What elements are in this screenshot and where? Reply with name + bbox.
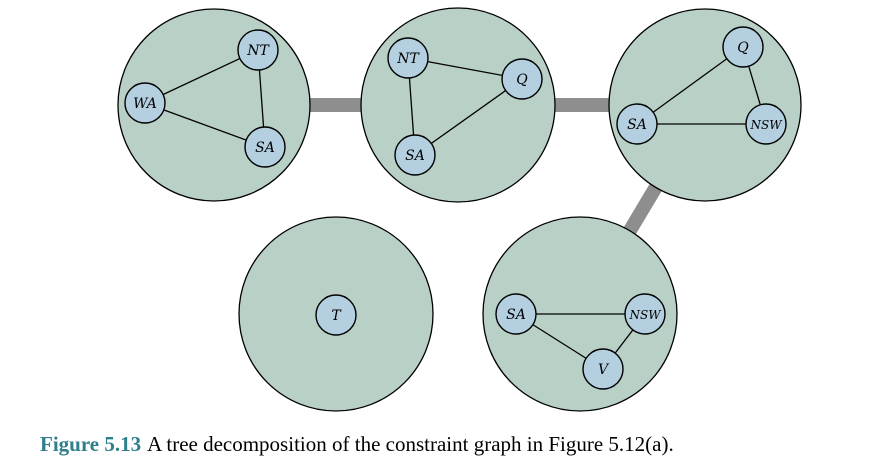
cluster-1: WA NT SA [117,8,311,202]
node-circle [394,134,436,176]
cluster-5: SA NSW V [482,216,678,412]
node-label: NSW [628,308,662,322]
edge-wa-sa [144,102,266,148]
node-circle [745,103,787,145]
node-v: V [582,348,624,390]
node-label: T [331,308,342,324]
cluster-circle [360,7,556,203]
node-circle [722,26,764,68]
node-label: V [598,362,610,378]
figure-label: Figure 5.13 [40,432,142,456]
node-label: SA [506,307,526,323]
node-nsw: NSW [624,293,666,335]
tree-links [306,98,664,238]
node-circle [237,29,279,71]
cluster-4: T [238,216,434,412]
node-circle [315,294,357,336]
node-circle [616,103,658,145]
edge-sa-q [414,78,523,156]
node-label: WA [133,96,157,112]
edge-sa-q [636,46,744,125]
cluster-2: NT Q SA [360,7,556,203]
node-circle [387,37,429,79]
node-label: NT [246,43,270,59]
node-nt: NT [387,37,429,79]
node-sa: SA [394,134,436,176]
node-label: SA [255,140,275,156]
node-circle [624,293,666,335]
clusters: WA NT SA NT Q SA Q SA NSW T SA NSW V [117,7,802,412]
node-circle [124,82,166,124]
node-label: NT [396,51,420,67]
node-sa: SA [616,103,658,145]
node-circle [582,348,624,390]
node-label: SA [405,148,425,164]
node-circle [495,293,537,335]
node-wa: WA [124,82,166,124]
node-label: SA [627,117,647,133]
caption-text: A tree decomposition of the constraint g… [147,432,674,456]
node-label: Q [516,72,528,88]
node-sa: SA [495,293,537,335]
cluster-3: Q SA NSW [608,8,802,202]
node-sa: SA [244,126,286,168]
node-label: NSW [749,118,783,132]
tree-decomposition-diagram: WA NT SA NT Q SA Q SA NSW T SA NSW V [117,7,802,412]
tree-link-3-5 [621,180,664,238]
node-circle [501,58,543,100]
node-label: Q [737,40,749,56]
edge-wa-nt [144,49,259,104]
node-circle [244,126,286,168]
node-q: Q [722,26,764,68]
node-t: T [315,294,357,336]
node-nsw: NSW [745,103,787,145]
node-q: Q [501,58,543,100]
node-nt: NT [237,29,279,71]
